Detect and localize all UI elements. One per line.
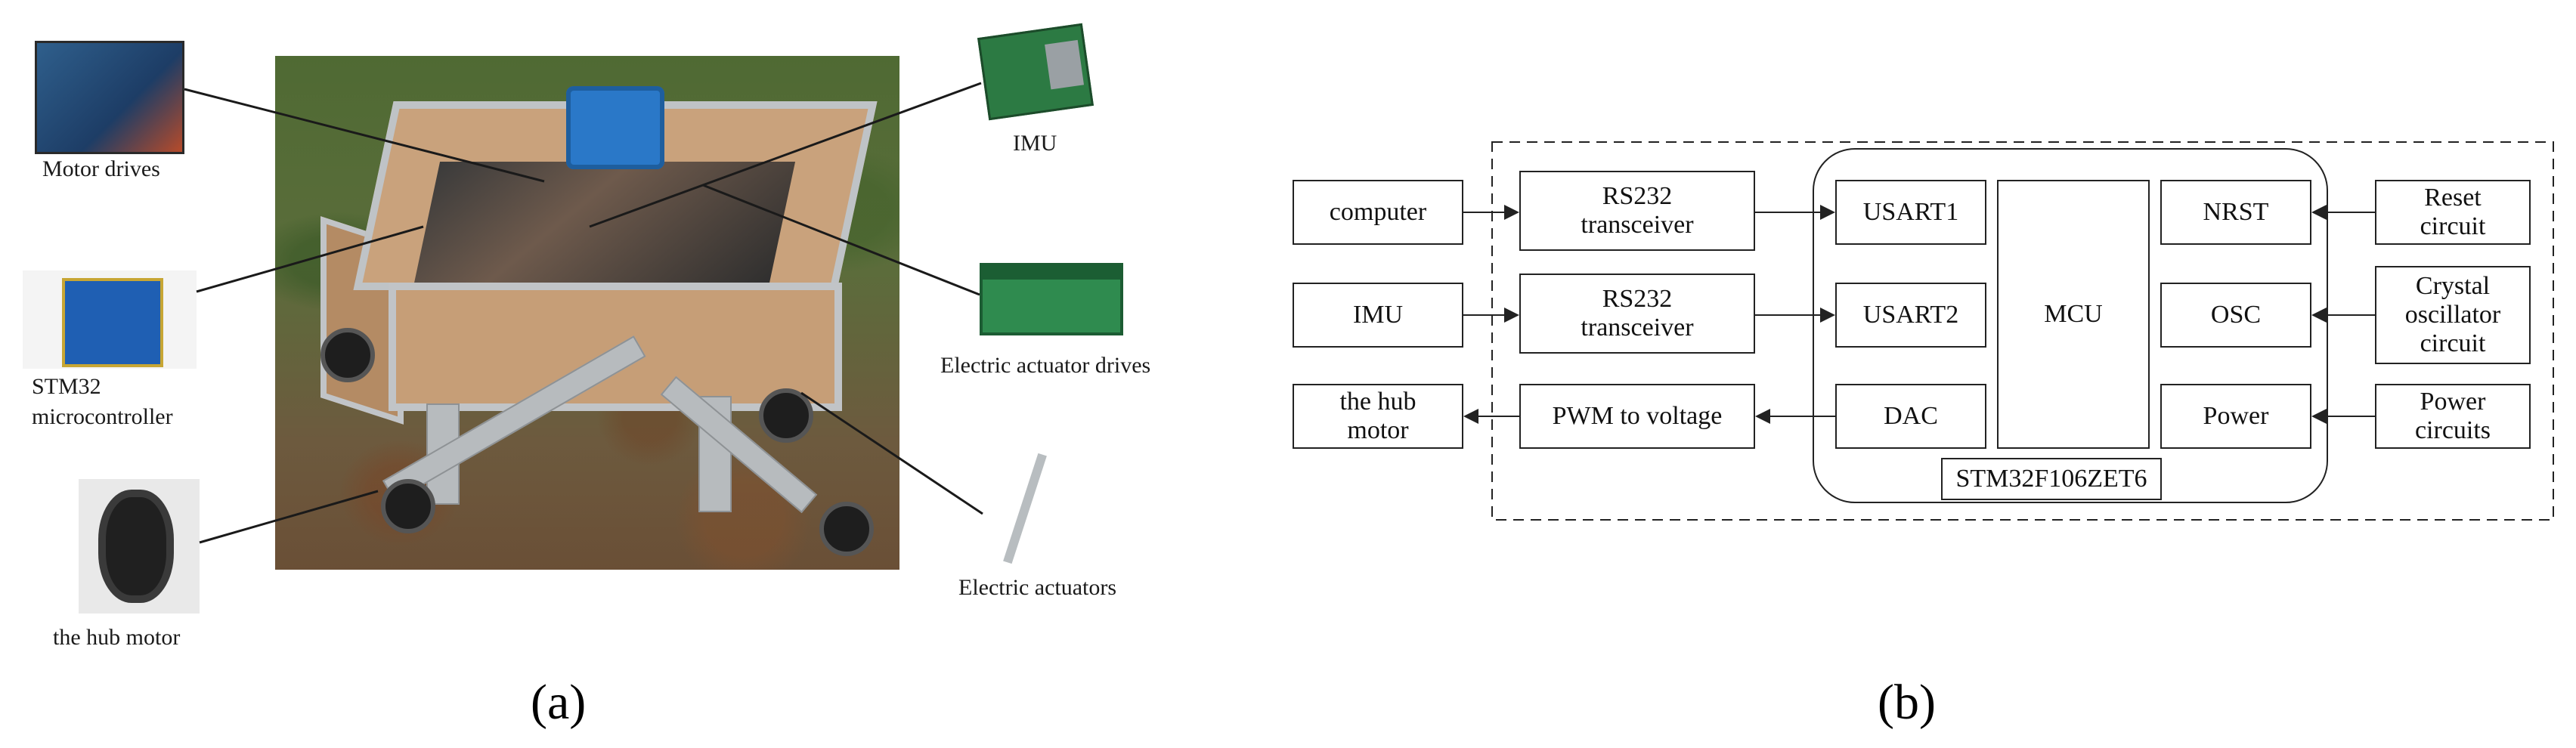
leader-actuator-drives bbox=[702, 184, 980, 296]
board-boundary bbox=[1491, 141, 2554, 521]
usart1-block: USART1 bbox=[1835, 180, 1986, 245]
robot-photo bbox=[275, 56, 899, 570]
hub-motor-block: the hub motor bbox=[1293, 384, 1463, 449]
wheel-rear-right bbox=[759, 388, 813, 443]
wheel-front-right bbox=[819, 502, 874, 556]
label-microcontroller: microcontroller bbox=[32, 404, 173, 429]
leader-motor-drives bbox=[184, 88, 545, 183]
rs232-transceiver-1: RS232 transceiver bbox=[1519, 171, 1755, 251]
frame-front bbox=[389, 283, 842, 411]
power-circuits-block: Power circuits bbox=[2375, 384, 2531, 449]
label-electric-actuator-drives: Electric actuator drives bbox=[940, 353, 1151, 378]
rs232-transceiver-2: RS232 transceiver bbox=[1519, 274, 1755, 354]
pwm-to-voltage-block: PWM to voltage bbox=[1519, 384, 1755, 449]
chip-name-label: STM32F106ZET6 bbox=[1941, 458, 2162, 500]
motor-drives-thumbnail bbox=[35, 41, 184, 154]
panel-b-letter: (b) bbox=[1878, 675, 1936, 730]
leader-imu bbox=[589, 82, 982, 228]
power-block: Power bbox=[2160, 384, 2311, 449]
imu-block: IMU bbox=[1293, 283, 1463, 348]
mcu-core-block: MCU bbox=[1997, 180, 2150, 449]
usart2-block: USART2 bbox=[1835, 283, 1986, 348]
label-electric-actuators: Electric actuators bbox=[958, 575, 1117, 600]
label-hub-motor: the hub motor bbox=[53, 625, 181, 650]
dac-block: DAC bbox=[1835, 384, 1986, 449]
reset-circuit-block: Reset circuit bbox=[2375, 180, 2531, 245]
panel-a-letter: (a) bbox=[531, 675, 587, 730]
computer-block: computer bbox=[1293, 180, 1463, 245]
wheel-front-left bbox=[381, 479, 435, 533]
label-stm32: STM32 bbox=[32, 374, 101, 399]
label-imu: IMU bbox=[1013, 131, 1057, 156]
imu-enclosure bbox=[566, 86, 664, 169]
hub-motor-thumbnail bbox=[79, 479, 200, 614]
actuator-drives-thumbnail bbox=[980, 263, 1123, 335]
leader-electric-actuators bbox=[800, 391, 983, 515]
label-motor-drives: Motor drives bbox=[42, 156, 160, 181]
stm32-thumbnail bbox=[23, 270, 197, 369]
crystal-oscillator-block: Crystal oscillator circuit bbox=[2375, 266, 2531, 364]
nrst-block: NRST bbox=[2160, 180, 2311, 245]
wheel-rear-left bbox=[320, 328, 375, 382]
osc-block: OSC bbox=[2160, 283, 2311, 348]
leader-stm32 bbox=[196, 225, 424, 293]
stm32-chip-outline bbox=[1813, 148, 2328, 503]
leader-hub-motor bbox=[199, 490, 379, 544]
